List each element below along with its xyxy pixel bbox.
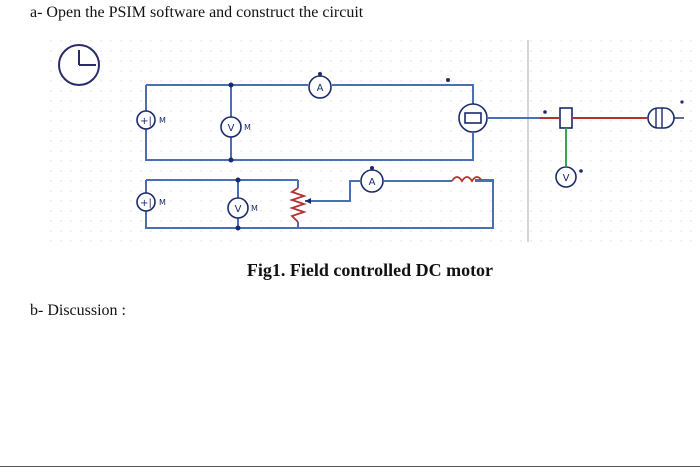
svg-text:M: M [159, 198, 166, 207]
clock-icon [58, 44, 100, 86]
svg-text:A: A [317, 83, 324, 94]
svg-text:V: V [563, 173, 570, 184]
svg-text:V: V [235, 204, 242, 215]
field-dc-source: +| M [136, 192, 166, 212]
svg-text:M: M [244, 123, 251, 132]
figure-caption: Fig1. Field controlled DC motor [246, 260, 494, 280]
field-circuit: +| M V M A [136, 166, 494, 231]
svg-text:M: M [159, 116, 166, 125]
circuit-figure: +| M V M A V [45, 38, 693, 244]
armature-dc-source: +| M [136, 110, 166, 130]
armature-ammeter-icon: A [308, 72, 332, 99]
mechanical-load-icon [630, 100, 684, 129]
terminal-dot [446, 78, 450, 82]
svg-text:V: V [228, 123, 235, 134]
speed-voltmeter-icon: V [555, 166, 583, 188]
field-rheostat-icon [289, 187, 311, 223]
task-a-heading: a- Open the PSIM software and construct … [30, 4, 364, 21]
field-ammeter-icon: A [360, 166, 384, 193]
armature-voltmeter-icon: V M [220, 116, 251, 138]
field-voltmeter-icon: V M [227, 197, 258, 219]
svg-text:M: M [251, 204, 258, 213]
armature-return-wire [145, 85, 474, 161]
task-b-heading: b- Discussion : [30, 302, 126, 319]
svg-text:+|: +| [140, 198, 152, 209]
junction-dot [228, 82, 234, 88]
svg-text:+|: +| [140, 116, 152, 127]
bottom-divider [0, 466, 700, 467]
rheostat-wiper-wire [305, 180, 360, 202]
junction-dot [228, 157, 234, 163]
speed-sensor [540, 107, 630, 166]
schematic-grid [45, 38, 693, 244]
svg-text:A: A [369, 177, 376, 188]
field-winding-icon [451, 176, 493, 183]
armature-circuit: +| M V M A [136, 72, 557, 163]
armature-top-wire-right [332, 84, 474, 104]
